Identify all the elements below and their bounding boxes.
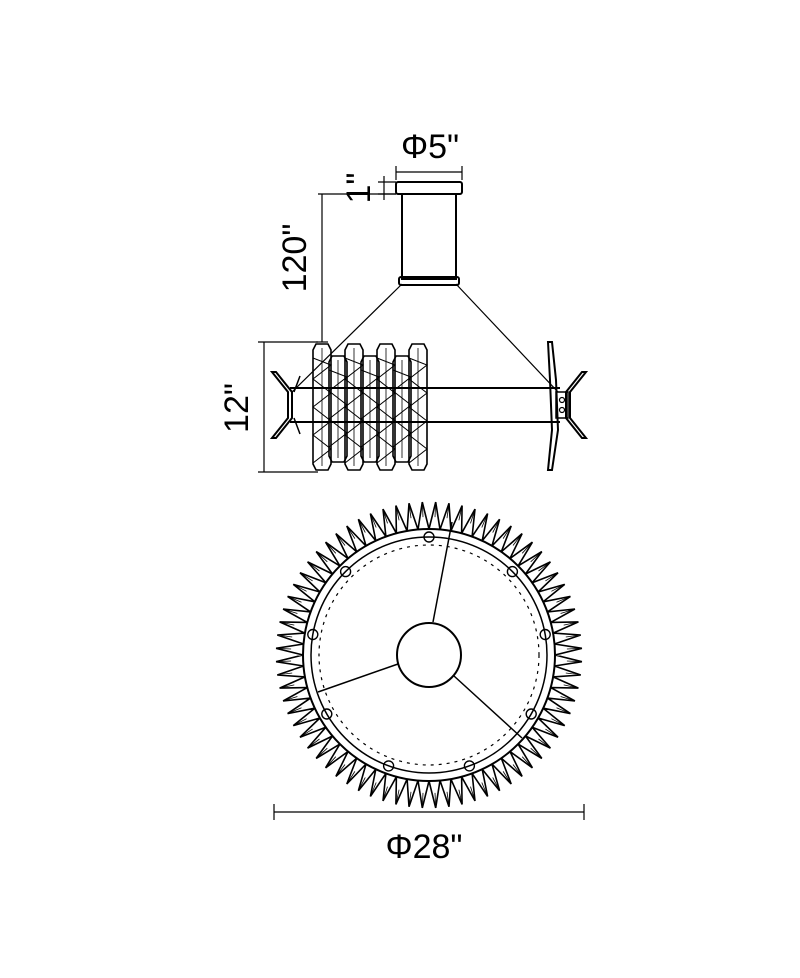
stem-collar: [398, 276, 460, 286]
arm-left: [317, 663, 399, 693]
ring-edge-right: [546, 341, 560, 471]
fixture-diameter-label: Φ28": [385, 828, 462, 866]
bracket-right: [555, 391, 569, 419]
arm-right: [453, 675, 523, 739]
crystal-column: [392, 355, 412, 463]
crystal-facet: [408, 357, 429, 464]
mounting-hole: [339, 565, 352, 578]
crystal-facet: [312, 357, 333, 464]
teeth-outline: [275, 501, 583, 809]
dimension-fixture-diameter: Φ28": [273, 804, 585, 866]
mounting-hole: [321, 708, 333, 720]
mounting-hole: [525, 708, 537, 720]
crystal-column: [360, 355, 380, 463]
stem-cylinder: [401, 193, 457, 280]
suspension-wire-right: [455, 283, 559, 393]
crystal-column: [408, 343, 428, 471]
canopy-plate: [395, 181, 463, 195]
mounting-hole: [463, 760, 476, 772]
plan-view: Φ28": [273, 501, 585, 866]
dimension-fixture-height: 12": [218, 341, 318, 473]
crystal-track: [318, 544, 540, 766]
mounting-hole: [382, 760, 395, 772]
crystal-column: [312, 343, 332, 471]
crystal-facet: [376, 357, 397, 464]
inner-ring: [310, 536, 548, 774]
crystal-column: [328, 355, 348, 463]
crystal-column: [344, 343, 364, 471]
dimension-canopy-diameter: Φ5": [395, 128, 463, 180]
ring-edge-left: [269, 371, 293, 439]
crystal-facet: [344, 357, 365, 464]
arm-top: [432, 521, 453, 623]
crystal-columns: [312, 343, 429, 471]
mounting-hole: [506, 565, 519, 578]
mounting-holes: [307, 531, 551, 772]
canopy-diameter-label: Φ5": [401, 128, 459, 166]
side-elevation-view: Φ5" 1" 120" 12": [218, 128, 589, 473]
outer-ring: [302, 528, 556, 782]
crystal-column: [376, 343, 396, 471]
crystal-teeth-ring: [275, 501, 583, 809]
canopy-height-label: 1": [340, 173, 378, 204]
fixture-height-label: 12": [218, 383, 256, 433]
center-hub: [396, 622, 462, 688]
mounting-hole: [423, 531, 435, 543]
mounting-hole: [307, 628, 319, 641]
suspension-wire-left: [291, 283, 403, 393]
suspension-length-label: 120": [276, 224, 314, 293]
dimension-canopy-height: 1": [340, 173, 396, 204]
dimension-suspension-length: 120": [276, 193, 396, 343]
mounting-hole: [539, 628, 551, 641]
